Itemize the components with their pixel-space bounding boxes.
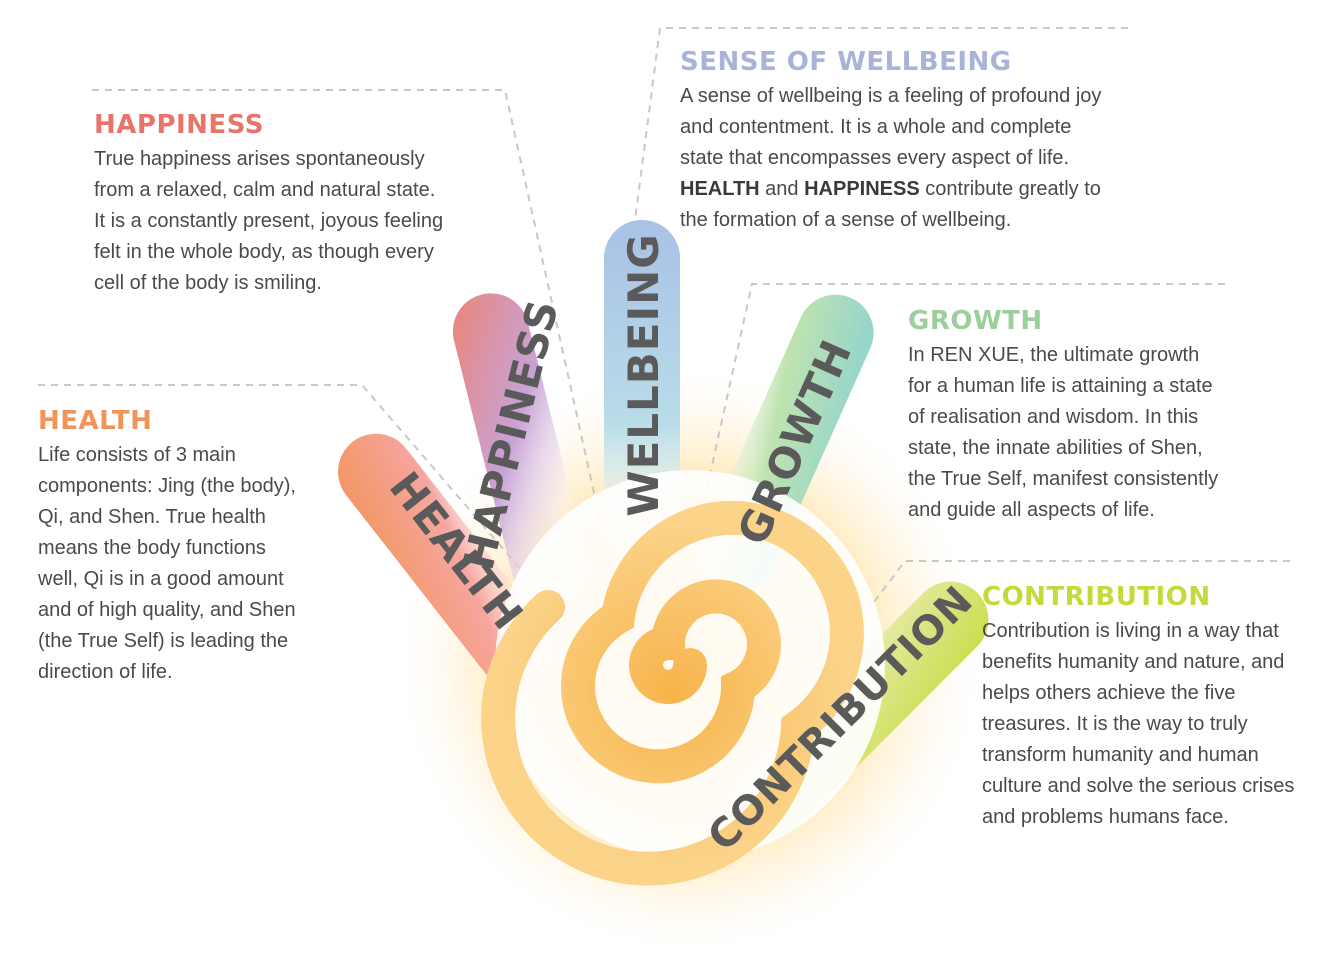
happiness-block: HAPPINESS True happiness arises spontane… bbox=[94, 110, 514, 299]
contribution-title: CONTRIBUTION bbox=[982, 582, 1211, 612]
contribution-description: Contribution is living in a way that ben… bbox=[982, 620, 1295, 828]
growth-block: GROWTH In REN XUE, the ultimate growth f… bbox=[908, 306, 1288, 526]
palm-spiral bbox=[481, 470, 885, 886]
happiness-title: HAPPINESS bbox=[94, 110, 264, 140]
finger-label-wellbeing: WELLBEING bbox=[619, 233, 668, 517]
leader-health bbox=[38, 384, 531, 581]
growth-title: GROWTH bbox=[908, 306, 1043, 336]
happiness-description: True happiness arises spontaneously from… bbox=[94, 148, 444, 294]
finger-health bbox=[338, 433, 552, 687]
health-title: HEALTH bbox=[38, 406, 153, 436]
leader-wellbeing bbox=[634, 27, 1128, 221]
contribution-block: CONTRIBUTION Contribution is living in a… bbox=[982, 582, 1327, 833]
health-description: Life consists of 3 main components: Jing… bbox=[38, 444, 296, 683]
leader-growth bbox=[699, 283, 1225, 521]
wellbeing-description: A sense of wellbeing is a feeling of pro… bbox=[680, 85, 1102, 231]
growth-description: In REN XUE, the ultimate growth for a hu… bbox=[908, 344, 1219, 521]
leader-lines bbox=[38, 27, 1290, 701]
wellbeing-block: SENSE OF WELLBEING A sense of wellbeing … bbox=[680, 47, 1180, 236]
health-block: HEALTH Life consists of 3 main component… bbox=[38, 406, 358, 688]
leader-happiness bbox=[92, 89, 601, 521]
wellbeing-title: SENSE OF WELLBEING bbox=[680, 47, 1012, 77]
